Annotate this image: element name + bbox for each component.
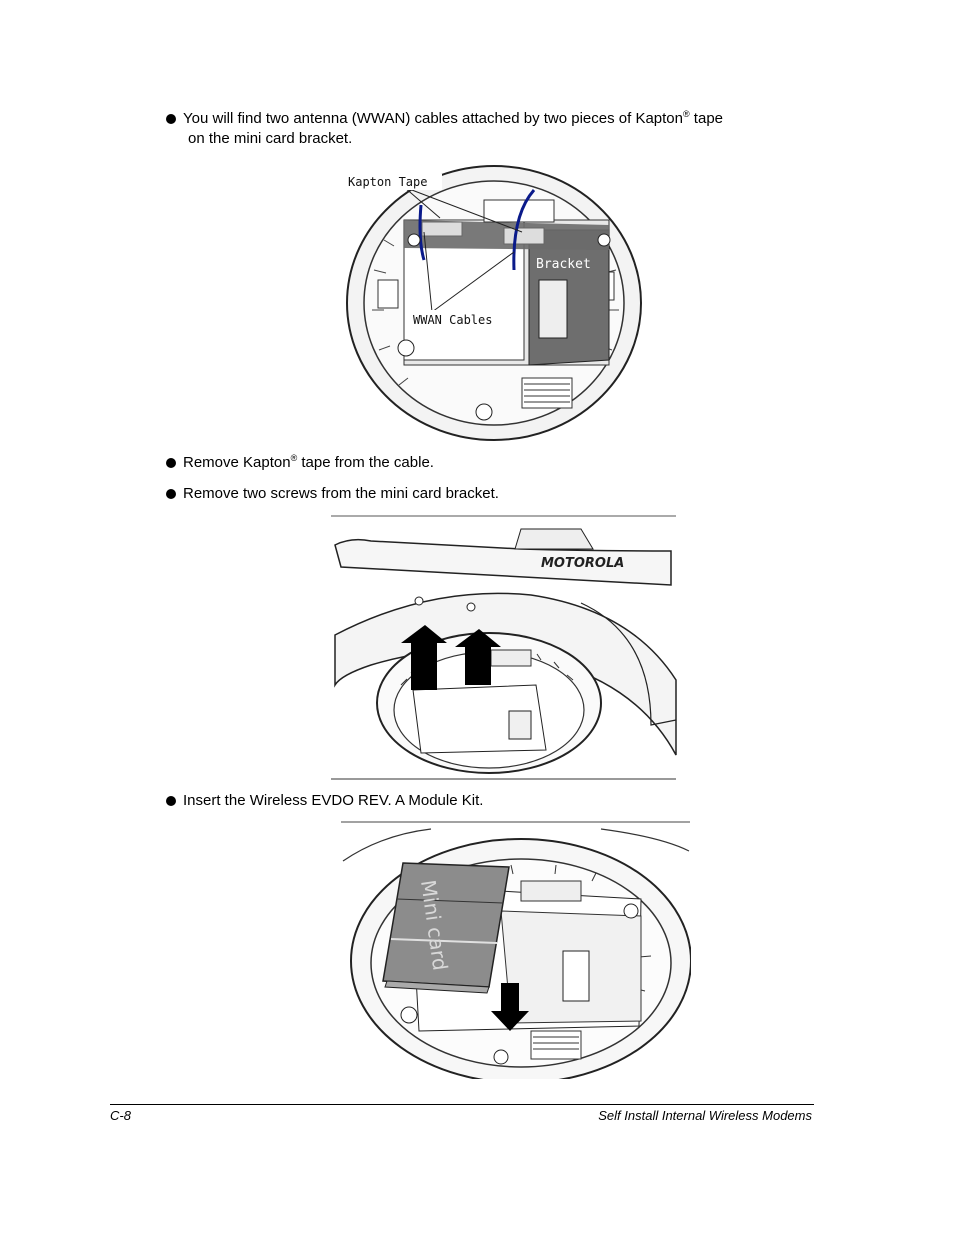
bullet-text: You will find two antenna (WWAN) cables … bbox=[183, 109, 724, 128]
figure-kapton-tape: Kapton Tape Bracket WWAN Cables bbox=[344, 160, 656, 442]
footer-title: Self Install Internal Wireless Modems bbox=[598, 1108, 812, 1123]
registered-mark: ® bbox=[290, 453, 298, 463]
bullet-item-remove-screws: Remove two screws from the mini card bra… bbox=[166, 484, 499, 504]
label-kapton-tape: Kapton Tape bbox=[348, 175, 427, 189]
bullet-text-continued: on the mini card bracket. bbox=[188, 130, 353, 147]
bullet-item-remove-tape: Remove Kapton® tape from the cable. bbox=[166, 453, 434, 473]
label-bracket: Bracket bbox=[536, 257, 591, 272]
registered-mark: ® bbox=[683, 109, 690, 119]
page-number: C-8 bbox=[110, 1108, 131, 1123]
footer-rule bbox=[110, 1104, 814, 1105]
bullet-item-insert-module: Insert the Wireless EVDO REV. A Module K… bbox=[166, 791, 483, 811]
bullet-dot bbox=[166, 114, 176, 124]
bullet-text: Remove two screws from the mini card bra… bbox=[183, 485, 499, 502]
motorola-wordmark: MOTOROLA bbox=[541, 556, 624, 571]
label-wwan-cables: WWAN Cables bbox=[413, 313, 492, 327]
bullet-dot bbox=[166, 796, 176, 806]
bullet-item-antenna-cables: You will find two antenna (WWAN) cables … bbox=[166, 109, 723, 149]
bullet-dot bbox=[166, 489, 176, 499]
figure-insert-mini-card: Mini card bbox=[341, 821, 691, 1079]
bullet-text: Remove Kapton® tape from the cable. bbox=[183, 453, 434, 472]
bullet-text: Insert the Wireless EVDO REV. A Module K… bbox=[183, 792, 484, 809]
bullet-dot bbox=[166, 458, 176, 468]
figure-remove-screws: MOTOROLA bbox=[331, 515, 677, 781]
